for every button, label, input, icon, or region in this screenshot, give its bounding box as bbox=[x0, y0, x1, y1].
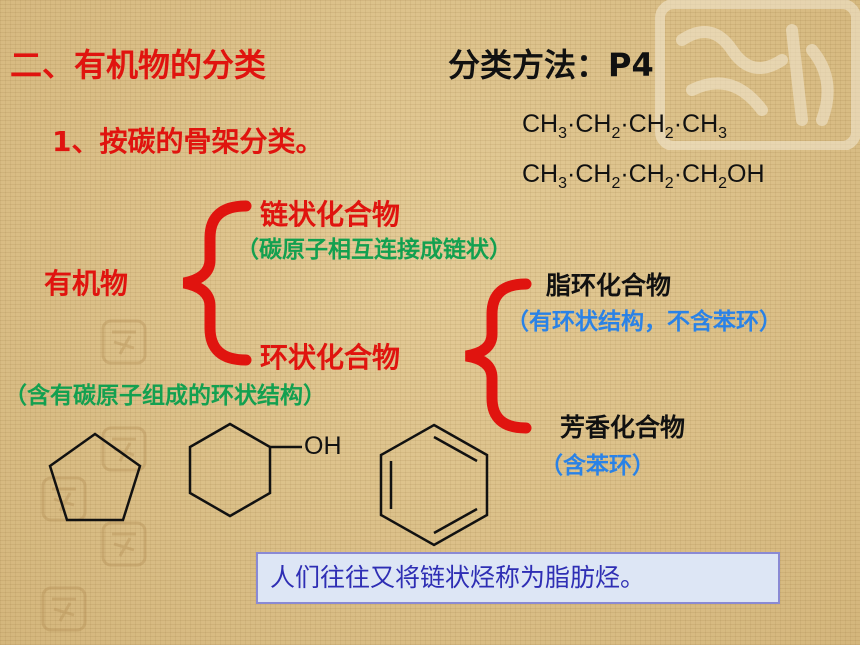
subheading: 1、按碳的骨架分类。 bbox=[52, 125, 324, 158]
cyclopentane-structure-icon bbox=[48, 432, 142, 522]
aromatic-compound-label: 芳香化合物 bbox=[560, 413, 686, 442]
benzene-structure-icon bbox=[379, 423, 489, 547]
alicyclic-compound-label: 脂环化合物 bbox=[546, 271, 672, 300]
formula-butane: CH3·CH2·CH2·CH3 bbox=[522, 110, 728, 142]
hydroxyl-label: OH bbox=[304, 432, 342, 460]
stamp-icon bbox=[101, 521, 147, 567]
section-title: 二、有机物的分类 bbox=[10, 46, 267, 84]
alicyclic-compound-note: （有环状结构，不含苯环） bbox=[506, 309, 782, 335]
brace-left-icon bbox=[182, 200, 252, 366]
ring-compound-label: 环状化合物 bbox=[260, 341, 401, 374]
stamp-icon bbox=[101, 319, 147, 365]
cyclohexanol-structure-icon bbox=[188, 422, 302, 518]
ring-compound-note: （含有碳原子组成的环状结构） bbox=[4, 383, 326, 409]
aromatic-compound-note: （含苯环） bbox=[540, 453, 655, 479]
brace-right-icon bbox=[464, 278, 532, 434]
stamp-icon bbox=[41, 586, 87, 632]
aliphatic-note-box: 人们往往又将链状烃称为脂肪烃。 bbox=[256, 552, 780, 604]
chain-compound-label: 链状化合物 bbox=[260, 198, 401, 231]
chain-compound-note: （碳原子相互连接成链状） bbox=[236, 237, 512, 263]
method-label: 分类方法：P4 bbox=[448, 46, 654, 84]
decorative-seal-icon bbox=[655, 0, 860, 150]
formula-butanol: CH3·CH2·CH2·CH2OH bbox=[522, 160, 765, 192]
root-organic-compounds: 有机物 bbox=[44, 267, 129, 300]
